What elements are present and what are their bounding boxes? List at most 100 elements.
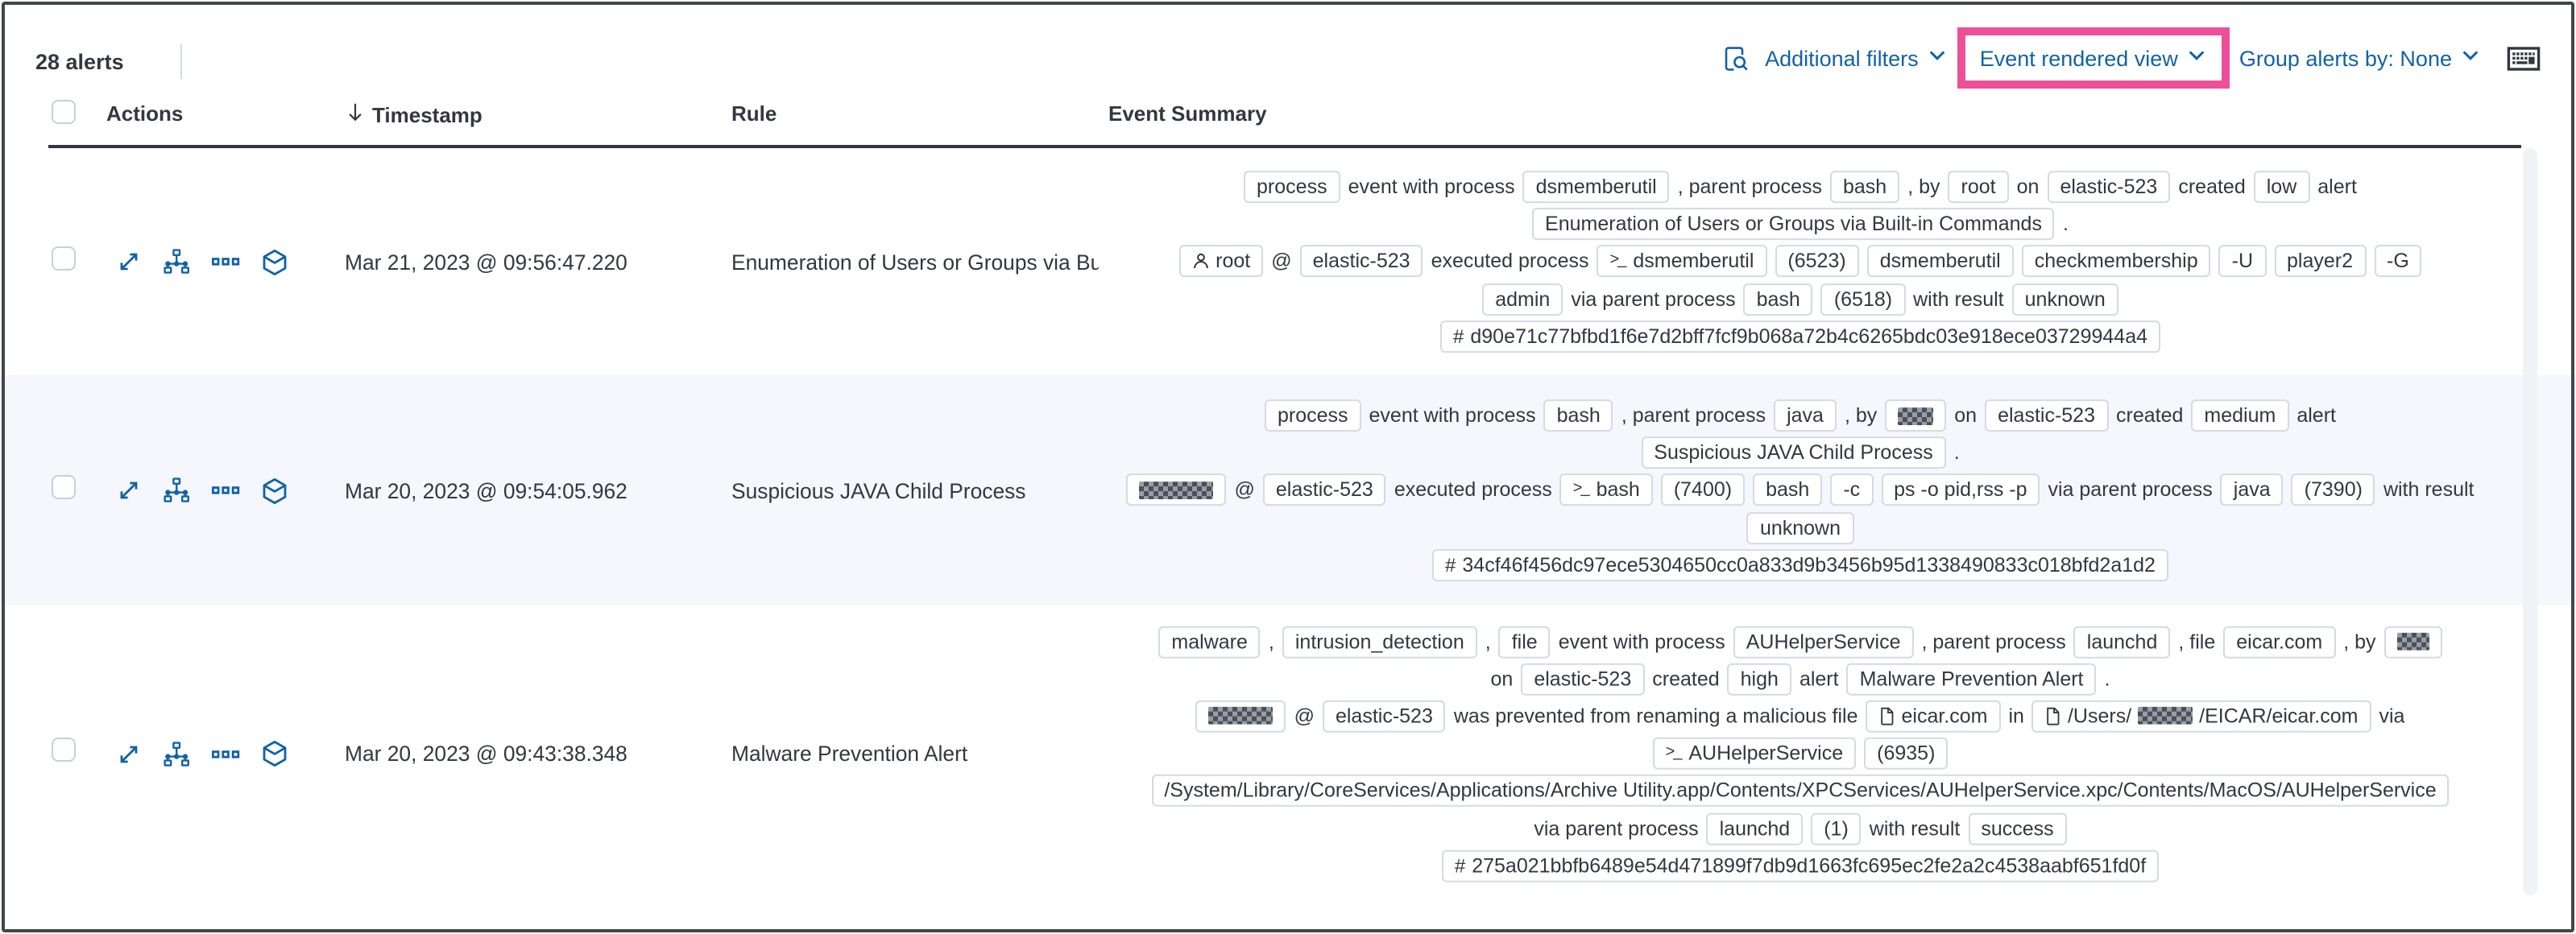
summary-badge: /System/Library/CoreServices/Application… xyxy=(1151,775,2450,808)
badge-text: elastic-523 xyxy=(1534,667,1632,691)
column-header-event-summary: Event Summary xyxy=(1108,101,1267,126)
expand-alert-icon[interactable] xyxy=(116,249,142,275)
additional-filters-label: Additional filters xyxy=(1765,46,1919,70)
group-alerts-by-button[interactable]: Group alerts by: None xyxy=(2239,45,2481,71)
summary-text: @ xyxy=(1271,250,1292,273)
summary-line: unknown xyxy=(1095,511,2505,544)
summary-badge xyxy=(1885,399,1947,432)
alerts-toolbar: Additional filters Event rendered view G… xyxy=(1721,19,2541,97)
badge-text: player2 xyxy=(2287,250,2354,273)
redacted-text xyxy=(1898,407,1934,425)
summary-text: executed process xyxy=(1431,250,1589,273)
event-rendered-view-button[interactable]: Event rendered view xyxy=(1980,45,2207,71)
session-view-icon[interactable] xyxy=(261,248,288,275)
summary-badge: java xyxy=(1774,399,1837,432)
rule-cell[interactable]: Enumeration of Users or Groups via Bui xyxy=(731,250,1099,274)
summary-badge: Suspicious JAVA Child Process xyxy=(1641,436,1946,469)
summary-text: alert xyxy=(1799,667,1839,691)
chevron-down-icon xyxy=(2186,45,2207,71)
rule-cell[interactable]: Suspicious JAVA Child Process xyxy=(731,478,1026,502)
summary-text: created xyxy=(2116,404,2184,428)
expand-alert-icon[interactable] xyxy=(116,741,142,767)
summary-text: , file xyxy=(2178,630,2216,653)
expand-alert-icon[interactable] xyxy=(116,477,142,503)
summary-badge: AUHelperService xyxy=(1733,625,1914,658)
analyze-event-icon[interactable] xyxy=(163,477,190,503)
summary-badge: bash xyxy=(1543,399,1613,432)
summary-badge: elastic-523 xyxy=(2047,171,2171,204)
badge-text: eicar.com xyxy=(2236,630,2323,653)
terminal-icon: >_ xyxy=(1665,744,1683,762)
badge-text: dsmemberutil xyxy=(1633,250,1754,273)
alert-actions xyxy=(116,477,288,504)
event-rendered-view-highlight-box: Event rendered view xyxy=(1957,27,2230,89)
summary-badge: (6935) xyxy=(1864,738,1949,770)
select-all-checkbox[interactable] xyxy=(52,100,76,124)
additional-filters-button[interactable]: Additional filters xyxy=(1765,45,1948,71)
summary-text: , by xyxy=(1844,404,1878,428)
summary-badge: root xyxy=(1948,171,2009,204)
group-alerts-by-label: Group alerts by: None xyxy=(2238,46,2452,70)
timestamp-cell: Mar 21, 2023 @ 09:56:47.220 xyxy=(345,250,627,274)
summary-badge: elastic-523 xyxy=(1322,700,1446,733)
select-alert-checkbox[interactable] xyxy=(52,738,76,762)
badge-text: elastic-523 xyxy=(1335,705,1433,728)
analyze-event-icon[interactable] xyxy=(163,741,190,767)
summary-text: with result xyxy=(1913,287,2004,311)
badge-text: high xyxy=(1740,667,1779,691)
summary-text: . xyxy=(2104,667,2110,691)
badge-text: elastic-523 xyxy=(2060,176,2158,199)
summary-text: , parent process xyxy=(1677,176,1822,199)
badge-text: java xyxy=(2233,479,2271,502)
inspect-icon[interactable] xyxy=(1721,44,1749,72)
redacted-text xyxy=(2396,632,2429,651)
analyze-event-icon[interactable] xyxy=(163,249,190,275)
hash-icon: # xyxy=(1453,324,1464,348)
scrollbar[interactable] xyxy=(2523,148,2537,895)
table-row: Mar 21, 2023 @ 09:56:47.220 Enumeration o… xyxy=(0,148,2576,375)
summary-badge: eicar.com xyxy=(1866,700,2001,733)
badge-text: process xyxy=(1277,404,1348,428)
more-actions-icon[interactable] xyxy=(211,249,240,275)
summary-text: via parent process xyxy=(1571,287,1736,311)
hash-icon: # xyxy=(1445,553,1456,577)
summary-line: #34cf46f456dc97ece5304650cc0a833d9b3456b… xyxy=(1095,548,2505,581)
column-header-timestamp[interactable]: Timestamp xyxy=(345,101,482,129)
select-alert-checkbox[interactable] xyxy=(52,246,76,270)
session-view-icon[interactable] xyxy=(261,740,288,767)
more-actions-icon[interactable] xyxy=(211,477,240,503)
badge-text: bash xyxy=(1556,404,1601,428)
badge-text: elastic-523 xyxy=(1998,404,2095,428)
summary-badge: file xyxy=(1498,625,1551,658)
summary-badge: Malware Prevention Alert xyxy=(1846,663,2097,696)
badge-text: (7390) xyxy=(2304,479,2363,502)
badge-text: bash xyxy=(1596,479,1640,502)
summary-badge: dsmemberutil xyxy=(1866,246,2014,278)
summary-badge: elastic-523 xyxy=(1299,246,1423,278)
summary-line: Enumeration of Users or Groups via Built… xyxy=(1095,208,2505,241)
summary-badge: bash xyxy=(1753,474,1823,506)
redacted-text xyxy=(1139,481,1214,499)
summary-text: on xyxy=(2016,176,2040,199)
summary-badge: player2 xyxy=(2274,246,2367,278)
summary-badge: >_dsmemberutil xyxy=(1597,246,1767,278)
select-alert-checkbox[interactable] xyxy=(52,474,76,498)
summary-badge xyxy=(1195,700,1286,733)
toolbar-divider xyxy=(180,43,182,79)
session-view-icon[interactable] xyxy=(261,477,288,504)
summary-badge: (6518) xyxy=(1820,283,1906,316)
rule-cell[interactable]: Malware Prevention Alert xyxy=(731,742,968,766)
summary-badge: >_AUHelperService xyxy=(1652,738,1857,770)
keyboard-shortcuts-icon[interactable] xyxy=(2507,44,2541,72)
document-icon xyxy=(1879,707,1895,726)
summary-badge: intrusion_detection xyxy=(1282,625,1477,658)
more-actions-icon[interactable] xyxy=(211,741,240,767)
column-header-actions: Actions xyxy=(106,101,184,126)
